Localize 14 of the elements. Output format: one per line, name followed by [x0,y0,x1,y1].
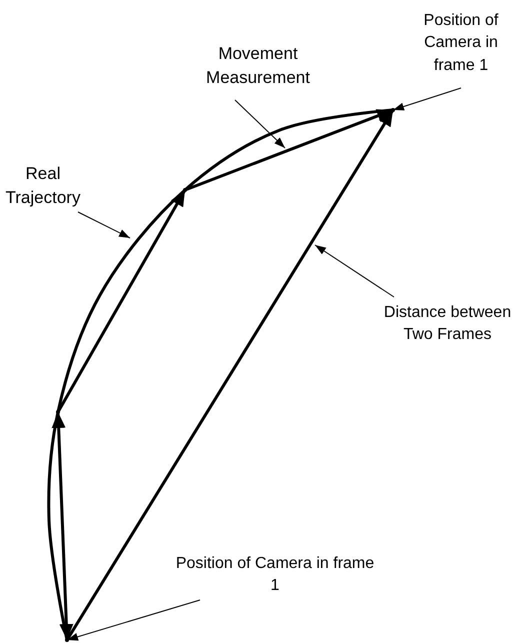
leader-line [314,244,394,298]
leader-line [66,600,200,641]
leader-line [234,100,286,148]
leader-line [392,88,462,110]
annotation-text: Real Trajectory [0,162,86,210]
annotation-text: Position of Camera in frame 1 [412,10,510,78]
trajectory-point [65,638,69,642]
annotation-text: Position of Camera in frame 1 [170,553,380,598]
trajectory-point [183,188,187,192]
trajectory-point [391,108,395,112]
trajectory-point [56,410,60,414]
annotation-text: Distance between Two Frames [382,302,513,347]
leader-line [78,212,130,238]
annotation-text: Movement Measurement [188,42,328,90]
